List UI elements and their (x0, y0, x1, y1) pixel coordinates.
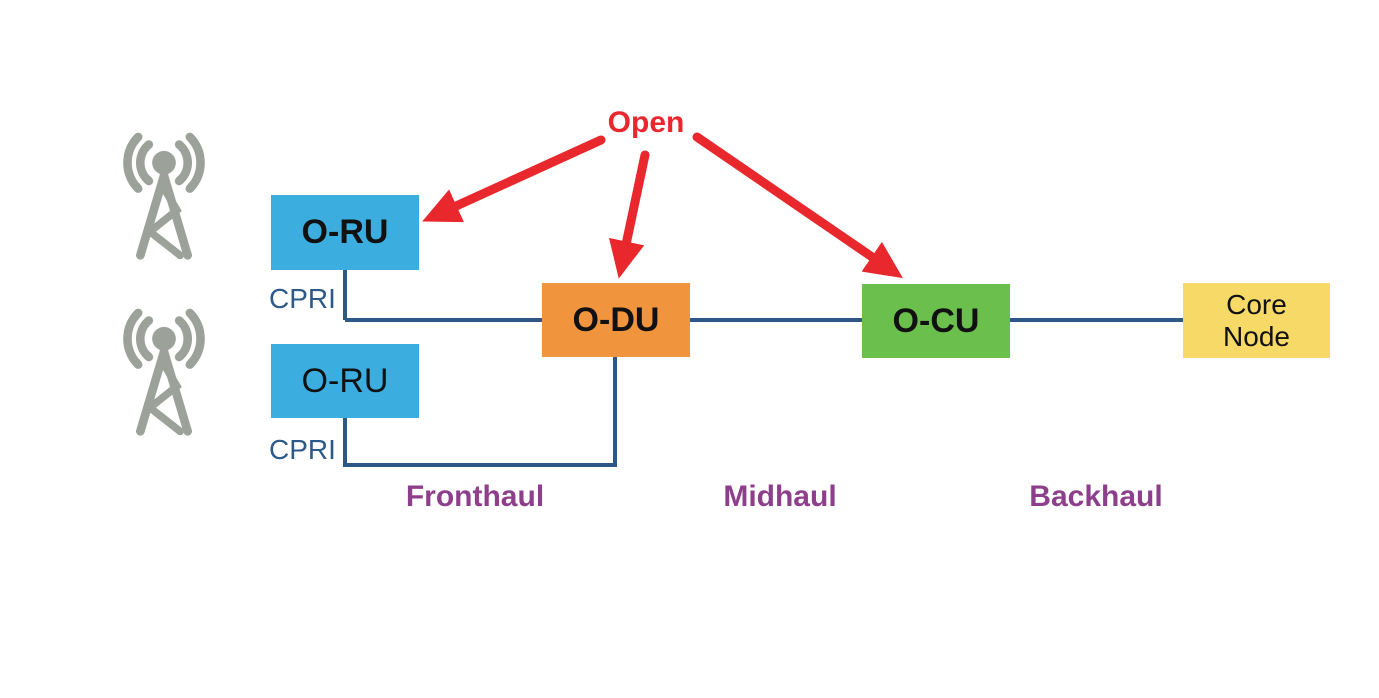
node-ocu-label: O-CU (892, 301, 980, 340)
connector-fronthaul-line (345, 318, 542, 322)
node-oru-top-label: O-RU (301, 213, 389, 251)
connector-odu-drop (613, 357, 617, 467)
node-oru-bottom: O-RU (271, 344, 419, 418)
node-oru-top: O-RU (271, 195, 419, 270)
node-oru-bottom-label: O-RU (301, 361, 389, 400)
node-core-label-line2: Node (1223, 320, 1290, 352)
connector-backhaul-line (1010, 318, 1183, 322)
open-callout-label: Open (607, 106, 685, 139)
open-arrow-to-ocu-icon (692, 132, 903, 279)
node-odu: O-DU (542, 283, 690, 357)
segment-label-midhaul: Midhaul (723, 480, 837, 513)
connector-oru2-drop (343, 418, 347, 467)
node-core: Core Node (1183, 283, 1330, 358)
connector-oru1-to-mainline (343, 270, 347, 320)
node-odu-label: O-DU (572, 300, 660, 339)
cell-tower-icon (123, 132, 205, 260)
cell-tower-icon (123, 308, 205, 436)
segment-label-backhaul: Backhaul (1029, 480, 1163, 513)
cpri-label-bottom: CPRI (269, 434, 336, 465)
node-ocu: O-CU (862, 284, 1010, 358)
open-arrow-to-odu-icon (609, 150, 650, 279)
segment-label-fronthaul: Fronthaul (405, 480, 545, 513)
cpri-label-top: CPRI (269, 283, 336, 314)
connector-midhaul-line (690, 318, 862, 322)
connector-oru2-horizontal (345, 463, 617, 467)
node-core-label-line1: Core (1226, 289, 1287, 321)
open-arrow-to-oru-icon (422, 135, 606, 223)
